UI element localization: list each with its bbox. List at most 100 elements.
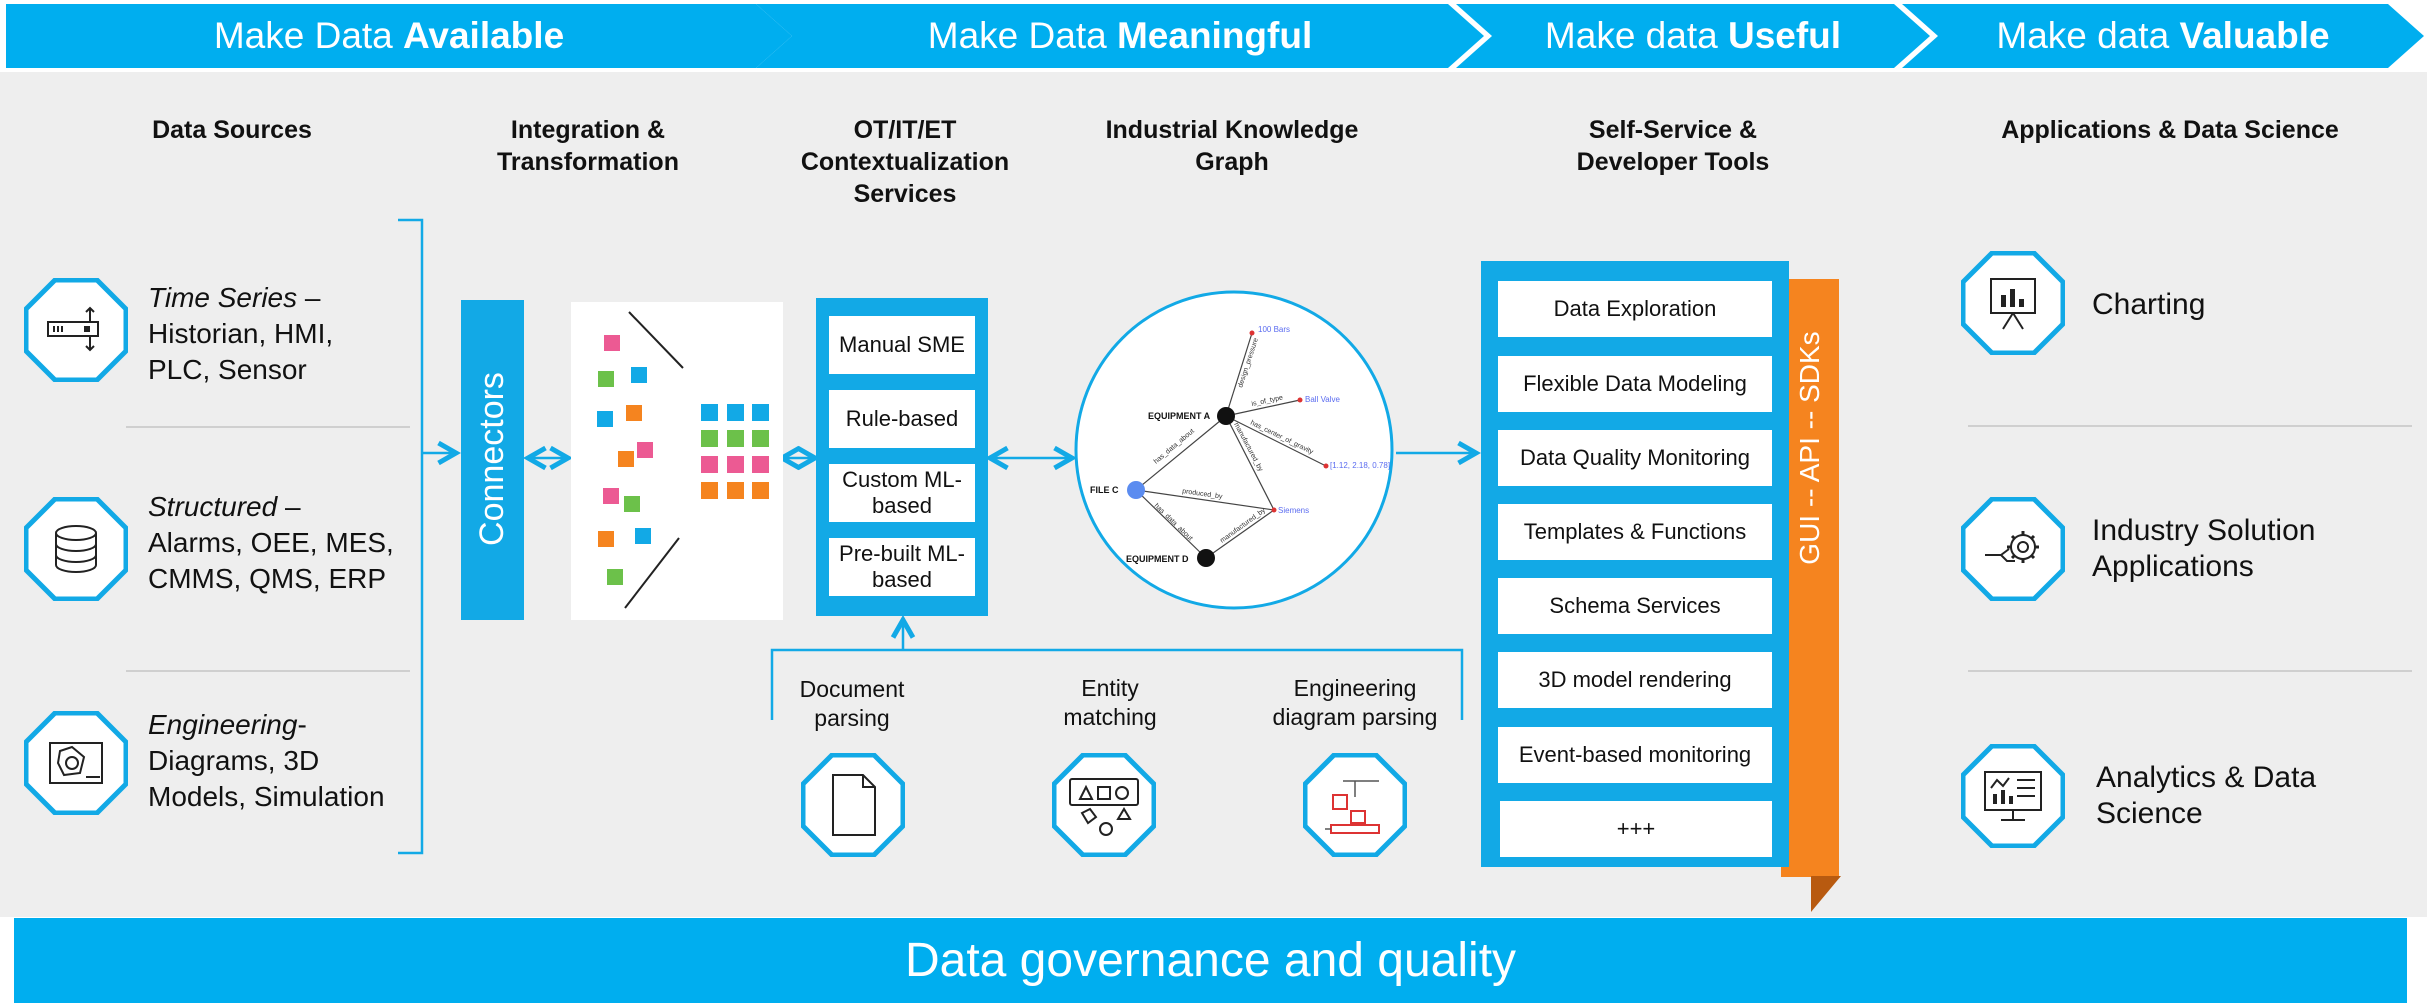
column-heading-selfservice: Self-Service & Developer Tools <box>1576 116 1770 176</box>
sdk-ribbon-fold <box>1811 876 1841 912</box>
input-label-line: Engineering <box>1293 675 1417 701</box>
shapes-icon <box>1069 778 1139 836</box>
banner-prefix: Make data <box>1544 15 1728 56</box>
source-octagon-engineering <box>24 711 128 815</box>
banner-prefix: Make data <box>1996 15 2180 56</box>
tool-data-quality-monitoring: Data Quality Monitoring <box>1498 430 1772 486</box>
app-octagon-analytics <box>1961 744 2065 848</box>
source-type: Time Series <box>148 282 298 313</box>
app-label-line: Industry Solution <box>2092 514 2316 547</box>
graph-value-label: Ball Valve <box>1305 395 1341 404</box>
database-icon <box>55 525 97 573</box>
banner-useful: Make data Useful <box>1456 4 1930 68</box>
banner-meaningful: Make Data Meaningful <box>756 4 1484 68</box>
divider <box>126 426 410 428</box>
input-label-line: Entity <box>1081 675 1139 701</box>
input-label-diagram-parsing: Engineering diagram parsing <box>1250 674 1460 732</box>
source-engineering-text: Engineering- Diagrams, 3D Models, Simula… <box>148 707 385 815</box>
graph-node-label: EQUIPMENT A <box>1148 411 1211 421</box>
graph-value-label: 100 Bars <box>1258 325 1290 334</box>
tool-3d-model-rendering: 3D model rendering <box>1498 652 1772 708</box>
source-time-series-text: Time Series – Historian, HMI, PLC, Senso… <box>148 280 333 388</box>
column-heading-graph: Industrial Knowledge Graph <box>1105 116 1359 176</box>
context-service-prebuilt-ml: Pre-built ML-based <box>829 538 975 596</box>
input-octagon-document <box>801 753 905 857</box>
transformation-graphic <box>597 311 769 609</box>
tool-more: +++ <box>1500 801 1772 857</box>
transformation-panel <box>571 302 783 620</box>
source-line2: Alarms, OEE, MES, <box>148 527 394 558</box>
context-service-rule-based: Rule-based <box>829 390 975 448</box>
graph-node-label: FILE C <box>1090 485 1119 495</box>
source-type: Engineering <box>148 709 298 740</box>
connectors-bar <box>461 300 524 620</box>
banner-valuable: Make data Valuable <box>1902 4 2424 68</box>
banner-available: Make Data Available <box>6 4 792 68</box>
app-label-line: Science <box>2096 797 2203 830</box>
source-type: Structured <box>148 491 278 522</box>
graph-node-label: EQUIPMENT D <box>1126 554 1189 564</box>
source-structured-text: Structured – Alarms, OEE, MES, CMMS, QMS… <box>148 489 394 597</box>
tool-templates-functions: Templates & Functions <box>1498 504 1772 560</box>
column-heading-sources: Data Sources <box>152 116 312 144</box>
connectors-label: Connectors <box>473 372 511 546</box>
tool-schema-services: Schema Services <box>1498 578 1772 634</box>
app-label-analytics: Analytics & Data Science <box>2096 760 2316 832</box>
divider <box>1968 425 2412 427</box>
graph-value-label: [1.12, 2.18, 0.78] <box>1330 461 1390 470</box>
sdk-label: GUI -- API -- SDKs <box>1794 331 1825 565</box>
app-octagon-charting <box>1961 251 2065 355</box>
source-dash: - <box>297 709 307 740</box>
column-heading-context: OT/IT/ET Contextualization Services <box>800 116 1010 208</box>
source-dash: – <box>277 491 301 522</box>
input-label-document: Document parsing <box>762 675 942 733</box>
banner-prefix: Make Data <box>213 15 404 56</box>
app-label-charting: Charting <box>2092 288 2206 321</box>
input-octagon-diagram-parsing <box>1303 753 1407 857</box>
banner-bold: Meaningful <box>1116 15 1313 56</box>
app-label-line: Applications <box>2092 550 2254 583</box>
tool-flexible-data-modeling: Flexible Data Modeling <box>1498 356 1772 412</box>
footer-governance-bar: Data governance and quality <box>14 918 2407 1003</box>
input-label-line: parsing <box>814 705 890 731</box>
tool-data-exploration: Data Exploration <box>1498 281 1772 337</box>
app-label-industry-solution: Industry Solution Applications <box>2092 513 2315 585</box>
input-label-line: diagram parsing <box>1272 704 1438 730</box>
divider <box>126 670 410 672</box>
engineering-diagram-icon <box>49 742 103 784</box>
column-heading-integration: Integration & Transformation <box>497 116 679 176</box>
context-service-manual-sme: Manual SME <box>829 316 975 374</box>
source-octagon-structured <box>24 497 128 601</box>
input-label-entity: Entity matching <box>1020 674 1200 732</box>
knowledge-graph: EQUIPMENT A FILE C EQUIPMENT D 100 Bars … <box>1074 290 1394 610</box>
input-label-line: Document <box>799 676 905 702</box>
banner-bold: Available <box>403 15 565 56</box>
document-icon <box>832 774 876 836</box>
source-line3: PLC, Sensor <box>148 354 307 385</box>
tool-event-based-monitoring: Event-based monitoring <box>1498 727 1772 783</box>
app-label-line: Analytics & Data <box>2096 761 2317 794</box>
sdk-ribbon <box>1781 279 1839 877</box>
graph-node-equipment-d <box>1197 549 1215 567</box>
charting-icon <box>1990 278 2036 330</box>
graph-value-label: Siemens <box>1278 506 1309 515</box>
source-dash: – <box>297 282 321 313</box>
input-octagon-entity <box>1052 753 1156 857</box>
source-octagon-time-series <box>24 278 128 382</box>
banner-bold: Valuable <box>2179 15 2330 56</box>
source-line2: Historian, HMI, <box>148 318 334 349</box>
analytics-dashboard-icon <box>1984 771 2042 821</box>
banner-prefix: Make Data <box>927 15 1117 56</box>
time-series-icon <box>47 306 99 352</box>
gear-hand-icon <box>1985 531 2039 563</box>
graph-node-equipment-a <box>1217 407 1235 425</box>
app-octagon-industry-solution <box>1961 497 2065 601</box>
divider <box>1968 670 2412 672</box>
column-heading-apps: Applications & Data Science <box>2001 116 2339 144</box>
source-line3: CMMS, QMS, ERP <box>148 563 387 594</box>
context-service-custom-ml: Custom ML-based <box>829 464 975 522</box>
source-line3: Models, Simulation <box>148 781 385 812</box>
banner-bold: Useful <box>1727 15 1842 56</box>
source-line2: Diagrams, 3D <box>148 745 320 776</box>
